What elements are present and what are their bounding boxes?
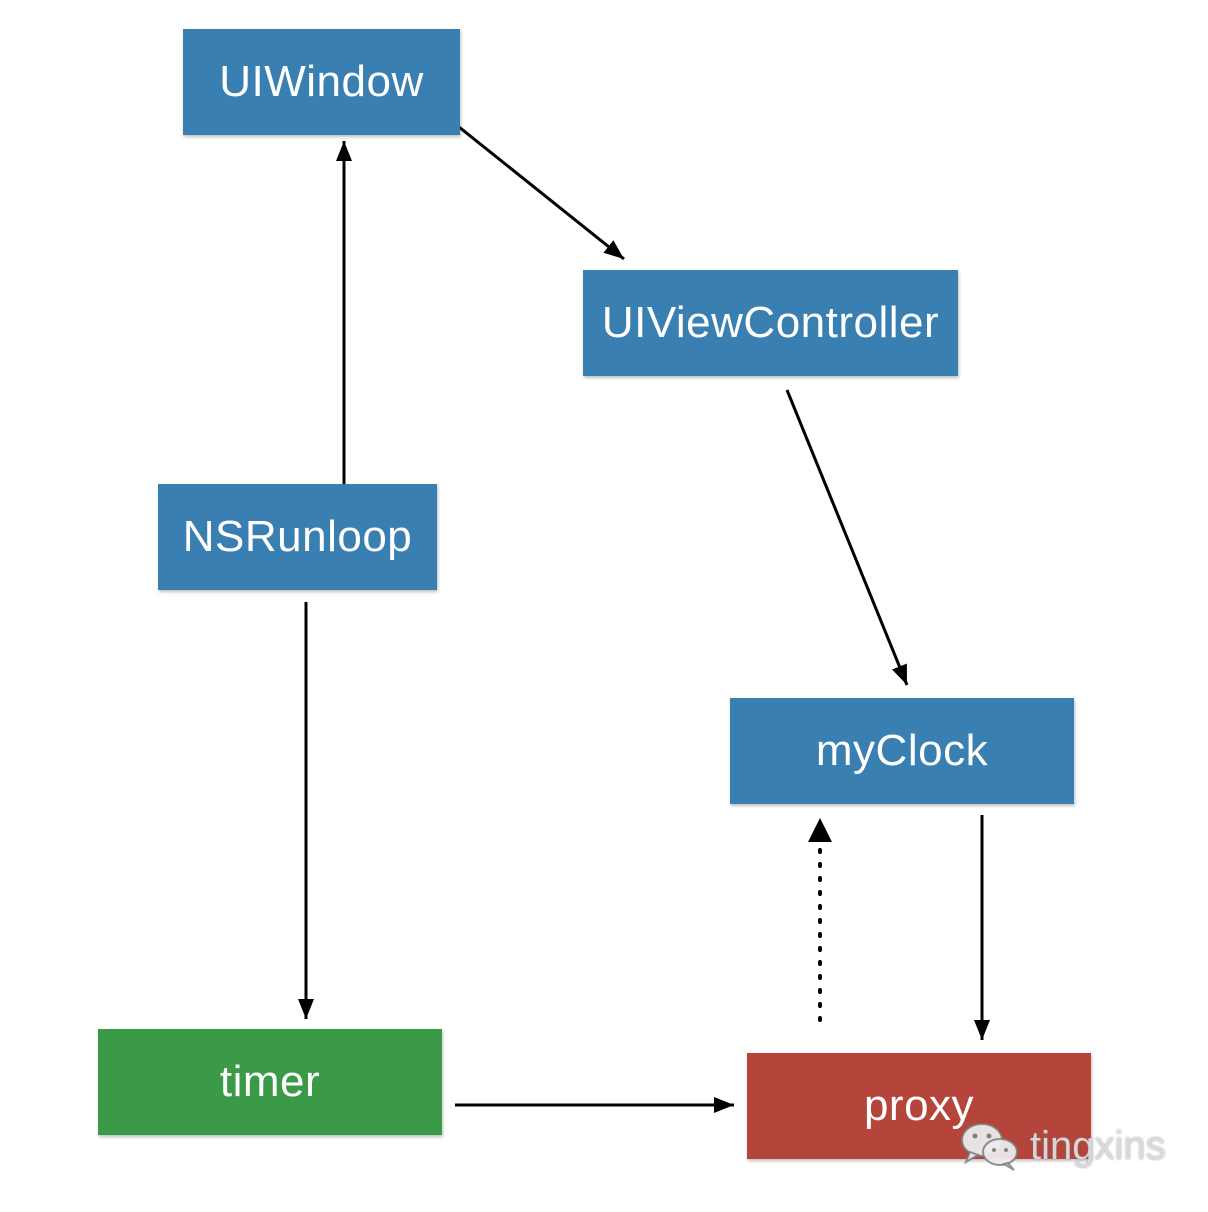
node-proxy: proxy (747, 1053, 1091, 1159)
node-myclock: myClock (730, 698, 1074, 804)
edge-proxy-to-myclock-arrowhead (808, 818, 832, 842)
node-uiviewcontroller-label: UIViewController (601, 298, 940, 347)
node-uiwindow: UIWindow (183, 29, 460, 135)
node-nsrunloop-label: NSRunloop (182, 512, 413, 561)
node-proxy-label: proxy (863, 1081, 975, 1130)
edge-uiviewcontroller-to-myclock (785, 389, 909, 686)
node-myclock-label: myClock (815, 726, 989, 775)
watermark-text: tingxins (1030, 1123, 1166, 1168)
watermark: tingxins (958, 1118, 1166, 1174)
edge-uiwindow-to-uiviewcontroller (443, 113, 625, 261)
node-timer-label: timer (219, 1057, 321, 1106)
node-timer: timer (98, 1029, 442, 1135)
node-nsrunloop: NSRunloop (158, 484, 437, 590)
node-uiwindow-label: UIWindow (219, 57, 424, 106)
node-uiviewcontroller: UIViewController (583, 270, 958, 376)
wechat-icon (961, 1123, 1018, 1171)
